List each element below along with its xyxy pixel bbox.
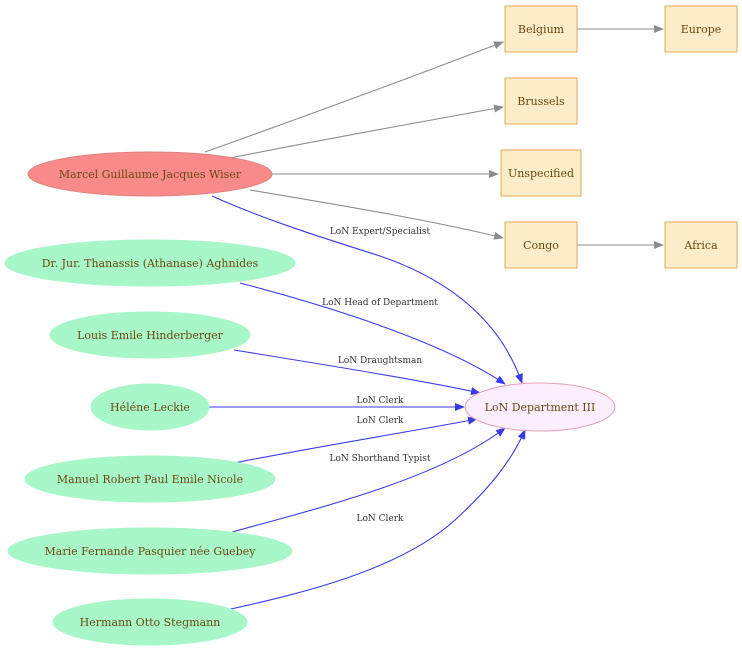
edge-nicole-dept — [233, 416, 478, 464]
edge-marcel-belgium — [204, 41, 504, 153]
node-stegmann[interactable]: Hermann Otto Stegmann — [52, 598, 248, 646]
node-congo-label: Congo — [523, 239, 559, 252]
node-leckie[interactable]: Héléne Leckie — [90, 383, 210, 431]
node-brussels[interactable]: Brussels — [504, 77, 578, 125]
node-aghnides-label: Dr. Jur. Thanassis (Athanase) Aghnides — [42, 257, 259, 270]
edge-label-nicole-dept: LoN Clerk — [357, 416, 405, 426]
node-europe[interactable]: Europe — [664, 5, 738, 53]
edge-label-hinderberger-dept: LoN Draughtsman — [338, 356, 423, 366]
edge-label-leckie-dept: LoN Clerk — [357, 396, 405, 406]
edge-hinderberger-dept — [233, 349, 481, 396]
edge-marcel-congo — [249, 189, 504, 240]
node-marcel[interactable]: Marcel Guillaume Jacques Wiser — [27, 151, 273, 197]
edge-stegmann-dept — [225, 429, 526, 611]
node-dept[interactable]: LoN Department III — [464, 382, 616, 432]
node-nicole-label: Manuel Robert Paul Emile Nicole — [57, 473, 243, 486]
node-africa[interactable]: Africa — [664, 221, 738, 269]
node-stegmann-label: Hermann Otto Stegmann — [80, 616, 221, 629]
node-leckie-label: Héléne Leckie — [110, 401, 190, 414]
node-unspecified[interactable]: Unspecified — [500, 149, 582, 197]
edge-guebey-dept — [231, 427, 506, 533]
node-hinderberger[interactable]: Louis Emile Hinderberger — [49, 311, 251, 359]
node-belgium-label: Belgium — [518, 23, 565, 36]
node-marcel-label: Marcel Guillaume Jacques Wiser — [59, 168, 242, 181]
edge-label-stegmann-dept: LoN Clerk — [357, 514, 405, 524]
node-brussels-label: Brussels — [517, 95, 565, 108]
node-guebey-label: Marie Fernande Pasquier née Guebey — [45, 545, 257, 558]
node-congo[interactable]: Congo — [504, 221, 578, 269]
edge-label-aghnides-dept: LoN Head of Department — [322, 298, 438, 308]
edge-marcel-brussels — [229, 104, 504, 159]
edge-aghnides-dept — [239, 282, 506, 385]
edge-marcel-dept — [211, 195, 523, 384]
node-hinderberger-label: Louis Emile Hinderberger — [77, 329, 224, 342]
edge-label-marcel-dept: LoN Expert/Specialist — [330, 227, 431, 237]
node-africa-label: Africa — [683, 239, 718, 252]
node-europe-label: Europe — [681, 23, 722, 36]
edge-label-guebey-dept: LoN Shorthand Typist — [330, 454, 431, 464]
node-belgium[interactable]: Belgium — [504, 5, 578, 53]
node-guebey[interactable]: Marie Fernande Pasquier née Guebey — [7, 527, 293, 575]
node-aghnides[interactable]: Dr. Jur. Thanassis (Athanase) Aghnides — [4, 239, 296, 287]
node-dept-label: LoN Department III — [485, 401, 596, 414]
node-nicole[interactable]: Manuel Robert Paul Emile Nicole — [24, 455, 276, 503]
node-unspecified-label: Unspecified — [508, 167, 574, 180]
